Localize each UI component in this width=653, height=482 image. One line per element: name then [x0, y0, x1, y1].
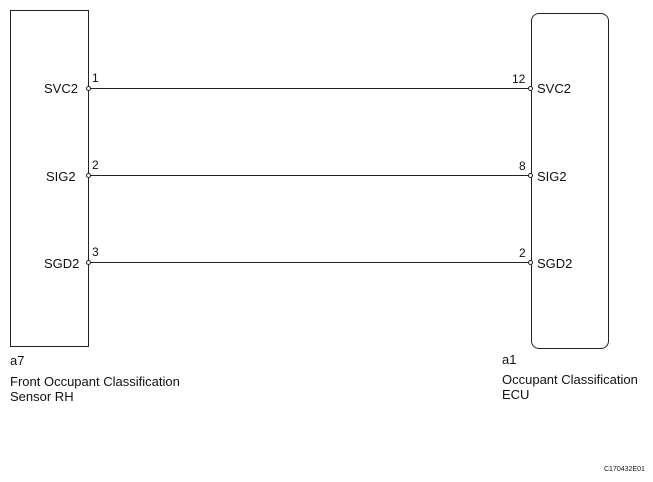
right-pin-number: 12	[512, 72, 526, 86]
sensor-name-line1: Front Occupant Classification	[10, 374, 180, 389]
ecu-name-line2: ECU	[502, 387, 530, 402]
right-terminal-8	[528, 173, 533, 178]
sensor-name-line2: Sensor RH	[10, 389, 74, 404]
left-pin-number: 2	[92, 158, 99, 172]
sensor-ref: a7	[10, 353, 25, 368]
wire-sig2	[90, 175, 530, 176]
wire-svc2	[90, 88, 530, 89]
left-signal-label: SVC2	[44, 81, 78, 96]
left-terminal-1	[86, 86, 91, 91]
left-signal-label: SGD2	[44, 256, 80, 271]
left-pin-number: 1	[92, 71, 99, 85]
left-terminal-2	[86, 173, 91, 178]
sensor-body	[10, 10, 89, 347]
right-terminal-2	[528, 260, 533, 265]
right-pin-number: 2	[519, 246, 526, 260]
right-signal-label: SIG2	[537, 169, 567, 184]
right-signal-label: SVC2	[537, 81, 571, 96]
ecu-body	[531, 13, 609, 349]
right-signal-label: SGD2	[537, 256, 573, 271]
right-pin-number: 8	[519, 159, 526, 173]
ecu-name-line1: Occupant Classification	[502, 372, 638, 387]
wire-sgd2	[90, 262, 530, 263]
left-terminal-3	[86, 260, 91, 265]
ecu-ref: a1	[502, 352, 517, 367]
right-terminal-12	[528, 86, 533, 91]
left-signal-label: SIG2	[46, 169, 76, 184]
figure-code: C170432E01	[604, 466, 645, 473]
left-pin-number: 3	[92, 245, 99, 259]
